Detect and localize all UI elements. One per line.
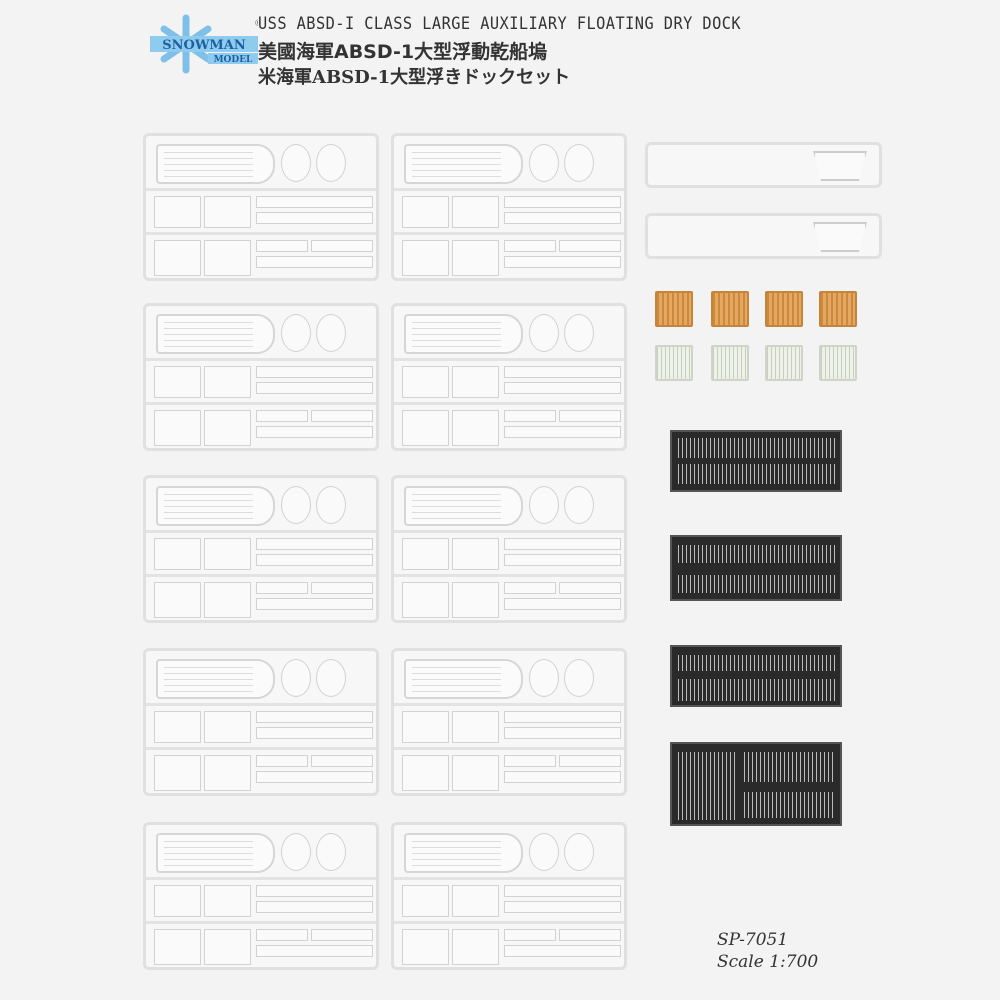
orange-grating-part [655, 291, 693, 327]
product-code: SP-7051 [717, 930, 789, 950]
white-grating-part [655, 345, 693, 381]
product-label: SP-7051 Scale 1:700 [717, 929, 818, 973]
svg-text:MODEL: MODEL [214, 55, 253, 65]
title-english: USS ABSD-I CLASS LARGE AUXILIARY FLOATIN… [258, 14, 742, 34]
plastic-sprue [143, 303, 379, 451]
photo-etch-fret [670, 742, 842, 826]
white-grating-part [711, 345, 749, 381]
small-sprue [645, 142, 882, 188]
title-chinese: 美國海軍ABSD-1大型浮動乾船塢 [258, 41, 548, 63]
plastic-sprue [143, 475, 379, 623]
small-sprue [645, 213, 882, 259]
svg-text:SNOWMAN: SNOWMAN [162, 38, 246, 53]
product-scale: Scale 1:700 [717, 952, 819, 972]
plastic-sprue [391, 475, 627, 623]
plastic-sprue [143, 648, 379, 796]
photo-etch-fret [670, 430, 842, 492]
plastic-sprue [391, 133, 627, 281]
snowman-logo: SNOWMAN MODEL ® [148, 14, 263, 74]
orange-grating-part [765, 291, 803, 327]
photo-etch-fret [670, 645, 842, 707]
orange-grating-part [819, 291, 857, 327]
plastic-sprue [143, 133, 379, 281]
plastic-sprue [143, 822, 379, 970]
title-japanese: 米海軍ABSD-1大型浮きドックセット [258, 67, 571, 88]
plastic-sprue [391, 822, 627, 970]
white-grating-part [819, 345, 857, 381]
photo-etch-fret [670, 535, 842, 601]
plastic-sprue [391, 303, 627, 451]
orange-grating-part [711, 291, 749, 327]
white-grating-part [765, 345, 803, 381]
plastic-sprue [391, 648, 627, 796]
